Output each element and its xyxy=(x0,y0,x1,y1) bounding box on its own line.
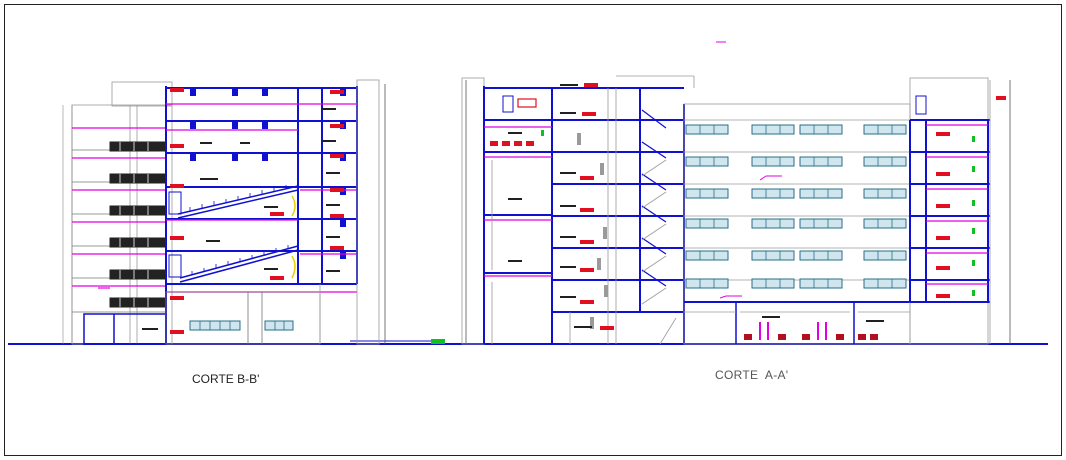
ground-plant-symbol xyxy=(431,339,445,344)
stair-steps-b xyxy=(189,185,289,275)
stair-tower-top xyxy=(111,81,173,107)
red-symbol xyxy=(517,98,537,108)
section-b-title: CORTE B-B' xyxy=(192,372,260,386)
text-blocks-b xyxy=(200,108,340,272)
left-tower-outline xyxy=(461,77,485,345)
right-wing-outline xyxy=(356,79,380,345)
right-tower-structure xyxy=(909,119,990,303)
stair-flights-a-gray xyxy=(641,159,677,345)
stair-block-light xyxy=(569,88,617,344)
ground-pillars-magenta xyxy=(759,322,827,340)
room-labels-b xyxy=(170,88,344,334)
door-icon xyxy=(168,191,182,215)
text-blocks-a-center xyxy=(560,84,592,328)
stair-yellow-mark xyxy=(291,195,296,217)
ground-windows-b xyxy=(189,320,294,331)
ground-furniture xyxy=(744,334,878,340)
section-a-a xyxy=(461,41,1011,345)
room-labels-a-center xyxy=(580,83,614,330)
door-icon xyxy=(168,254,182,278)
ground-hall-b xyxy=(165,291,321,345)
green-marker xyxy=(541,130,544,136)
left-floor-lines xyxy=(72,127,166,289)
left-tower-accents xyxy=(484,126,552,277)
stair-flights-a xyxy=(641,109,667,287)
text-blocks-a-ground xyxy=(762,316,884,322)
section-a-title: CORTE A-A' xyxy=(715,368,789,382)
window-icon xyxy=(502,95,514,113)
right-tower-accents xyxy=(926,124,988,285)
ground-hall-a xyxy=(735,302,855,344)
stair-flights-b xyxy=(177,185,299,283)
stair-yellow-mark xyxy=(291,255,296,279)
window-icon xyxy=(915,95,927,115)
furniture-row xyxy=(490,141,534,146)
text-blocks-left-tower xyxy=(508,132,522,262)
left-tower-structure xyxy=(483,86,553,344)
right-tower-outline xyxy=(909,77,989,345)
text-block xyxy=(142,328,158,330)
balcony-railing-posts xyxy=(119,142,149,307)
window-rows xyxy=(685,124,907,289)
annotation-marks xyxy=(716,41,782,299)
right-tower-labels xyxy=(936,132,950,298)
section-b-b xyxy=(62,79,386,345)
window-mullions xyxy=(699,125,893,288)
drawing-frame xyxy=(4,4,1062,456)
balcony-railings xyxy=(109,141,167,308)
person-figures xyxy=(577,133,608,329)
right-tower-green xyxy=(972,136,975,296)
left-wing-outline xyxy=(71,104,173,345)
red-label xyxy=(996,96,1006,100)
